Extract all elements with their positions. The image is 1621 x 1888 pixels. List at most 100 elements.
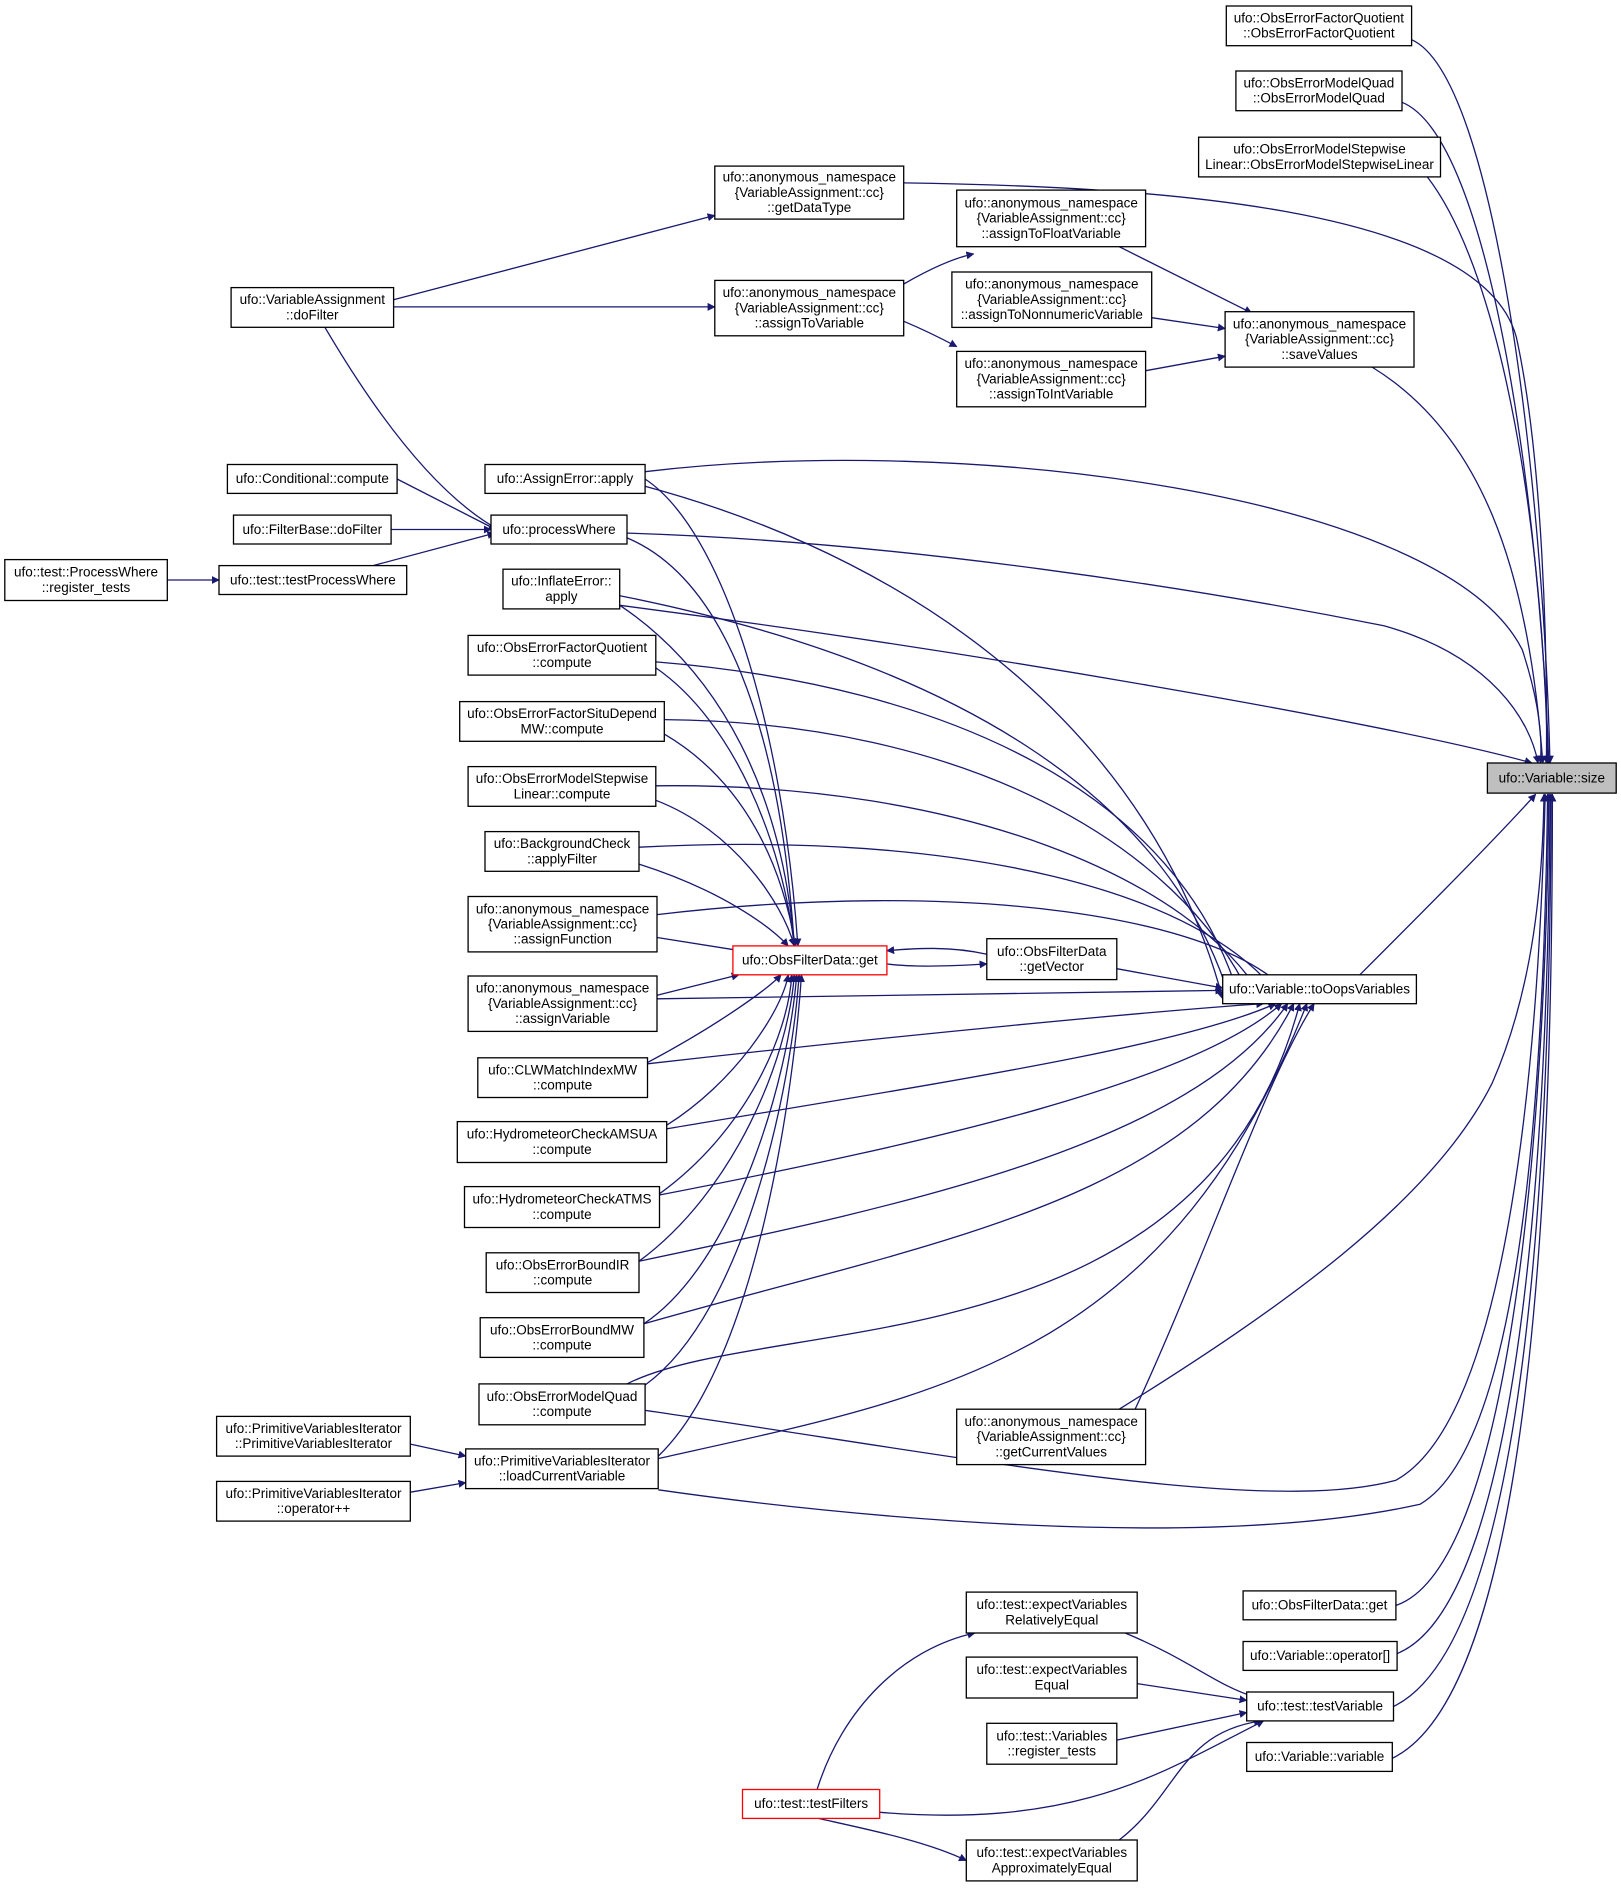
node-getVector[interactable]: ufo::ObsFilterData::getVector [986,938,1118,981]
node-box[interactable] [230,286,395,328]
node-box[interactable] [459,700,665,742]
node-box[interactable] [215,1480,411,1522]
node-box[interactable] [232,514,392,545]
node-inflateApply[interactable]: ufo::InflateError::apply [502,568,621,610]
node-box[interactable] [485,1252,640,1294]
node-box[interactable] [215,1415,411,1457]
node-emslCompute[interactable]: ufo::ObsErrorModelStepwiseLinear::comput… [467,765,657,807]
node-testVariable[interactable]: ufo::test::testVariable [1246,1691,1395,1722]
node-box[interactable] [4,558,168,602]
node-condCompute[interactable]: ufo::Conditional::compute [226,463,398,495]
node-box[interactable] [484,463,646,495]
node-box[interactable] [477,1057,649,1099]
node-box[interactable] [1197,136,1442,178]
node-emsl_ctor[interactable]: ufo::ObsErrorModelStepwiseLinear::ObsErr… [1197,136,1442,178]
node-label: ufo::anonymous_namespace [965,196,1138,211]
node-efqCompute[interactable]: ufo::ObsErrorFactorQuotient::compute [467,634,657,676]
node-box[interactable] [986,1722,1118,1765]
node-box[interactable] [965,1656,1138,1699]
node-emq_ctor[interactable]: ufo::ObsErrorModelQuad::ObsErrorModelQua… [1235,70,1403,112]
node-ebIrCompute[interactable]: ufo::ObsErrorBoundIR::compute [485,1252,640,1294]
node-pwRegister[interactable]: ufo::test::ProcessWhere::register_tests [4,558,168,602]
node-root[interactable]: ufo::Variable::size [1486,762,1617,794]
node-box[interactable] [1246,1691,1395,1722]
node-assignFunction[interactable]: ufo::anonymous_namespace{VariableAssignm… [467,895,658,953]
node-box[interactable] [467,895,658,953]
node-box[interactable] [1242,1640,1398,1672]
node-assignToNonnumeric[interactable]: ufo::anonymous_namespace{VariableAssignm… [951,271,1153,329]
node-box[interactable] [1235,70,1403,112]
node-box[interactable] [1225,5,1413,47]
node-saveValues[interactable]: ufo::anonymous_namespace{VariableAssignm… [1224,311,1415,368]
node-bgApply[interactable]: ufo::BackgroundCheck::applyFilter [484,830,640,872]
node-box[interactable] [956,1408,1147,1466]
node-box[interactable] [732,945,888,976]
node-ofdGet[interactable]: ufo::ObsFilterData::get [732,945,888,976]
node-box[interactable] [479,1317,645,1359]
node-testProcessWhere[interactable]: ufo::test::testProcessWhere [218,564,408,596]
node-hcAtmsCompute[interactable]: ufo::HydrometeorCheckATMS::compute [463,1185,661,1229]
node-box[interactable] [467,975,658,1033]
node-box[interactable] [956,189,1147,248]
node-box[interactable] [1242,1590,1397,1621]
node-box[interactable] [965,1591,1138,1634]
node-ofdGet2[interactable]: ufo::ObsFilterData::get [1242,1590,1397,1621]
node-fbDoFilter[interactable]: ufo::FilterBase::doFilter [232,514,392,545]
node-hcAmsuaCompute[interactable]: ufo::HydrometeorCheckAMSUA::compute [456,1120,668,1164]
node-box[interactable] [951,271,1153,329]
node-box[interactable] [956,350,1147,408]
node-vaDoFilter[interactable]: ufo::VariableAssignment::doFilter [230,286,395,328]
node-assignErrorApply[interactable]: ufo::AssignError::apply [484,463,646,495]
node-box[interactable] [478,1383,646,1426]
node-expRelEq[interactable]: ufo::test::expectVariablesRelativelyEqua… [965,1591,1138,1634]
node-assignToFloat[interactable]: ufo::anonymous_namespace{VariableAssignm… [956,189,1147,248]
node-emqCompute[interactable]: ufo::ObsErrorModelQuad::compute [478,1383,646,1426]
node-testFilters[interactable]: ufo::test::testFilters [741,1788,881,1820]
node-box[interactable] [467,765,657,807]
node-assignToVariable[interactable]: ufo::anonymous_namespace{VariableAssignm… [714,279,905,337]
node-ebMwCompute[interactable]: ufo::ObsErrorBoundMW::compute [479,1317,645,1359]
node-assignVariable[interactable]: ufo::anonymous_namespace{VariableAssignm… [467,975,658,1033]
node-box[interactable] [456,1120,668,1164]
node-varOpIdx[interactable]: ufo::Variable::operator[] [1242,1640,1398,1672]
node-varsRegister[interactable]: ufo::test::Variables::register_tests [986,1722,1118,1765]
node-box[interactable] [463,1185,661,1229]
edge-toOops-31 [619,595,1232,1000]
node-box[interactable] [1246,1741,1393,1773]
node-box[interactable] [467,634,657,676]
node-label: ufo::PrimitiveVariablesIterator [225,1486,402,1501]
node-getDataType[interactable]: ufo::anonymous_namespace{VariableAssignm… [714,165,905,220]
node-box[interactable] [484,830,640,872]
node-box[interactable] [502,568,621,610]
node-label: ufo::test::expectVariables [977,1597,1128,1612]
node-pviCtor[interactable]: ufo::PrimitiveVariablesIterator::Primiti… [215,1415,411,1457]
node-assignToInt[interactable]: ufo::anonymous_namespace{VariableAssignm… [956,350,1147,408]
node-pviLoad[interactable]: ufo::PrimitiveVariablesIterator::loadCur… [465,1448,659,1490]
edges-layer [167,39,1557,1862]
node-box[interactable] [741,1788,881,1820]
node-clwCompute[interactable]: ufo::CLWMatchIndexMW::compute [477,1057,649,1099]
node-processWhere[interactable]: ufo::processWhere [490,514,628,545]
node-expApproxEq[interactable]: ufo::test::expectVariablesApproximatelyE… [965,1839,1138,1882]
edge-getDataType-3 [903,182,1551,764]
node-box[interactable] [490,514,628,545]
node-box[interactable] [986,938,1118,981]
node-box[interactable] [714,165,905,220]
node-box[interactable] [1486,762,1617,794]
node-box[interactable] [714,279,905,337]
node-efq_ctor[interactable]: ufo::ObsErrorFactorQuotient::ObsErrorFac… [1225,5,1413,47]
node-box[interactable] [465,1448,659,1490]
edge-testVariable-69 [879,1720,1265,1816]
node-box[interactable] [965,1839,1138,1882]
node-box[interactable] [1222,974,1418,1005]
node-toOops[interactable]: ufo::Variable::toOopsVariables [1222,974,1418,1005]
node-box[interactable] [218,564,408,596]
node-pviInc[interactable]: ufo::PrimitiveVariablesIterator::operato… [215,1480,411,1522]
node-box[interactable] [226,463,398,495]
node-label: ::saveValues [1281,347,1358,362]
node-varVariable[interactable]: ufo::Variable::variable [1246,1741,1393,1773]
node-box[interactable] [1224,311,1415,368]
node-getCurrentValues[interactable]: ufo::anonymous_namespace{VariableAssignm… [956,1408,1147,1466]
